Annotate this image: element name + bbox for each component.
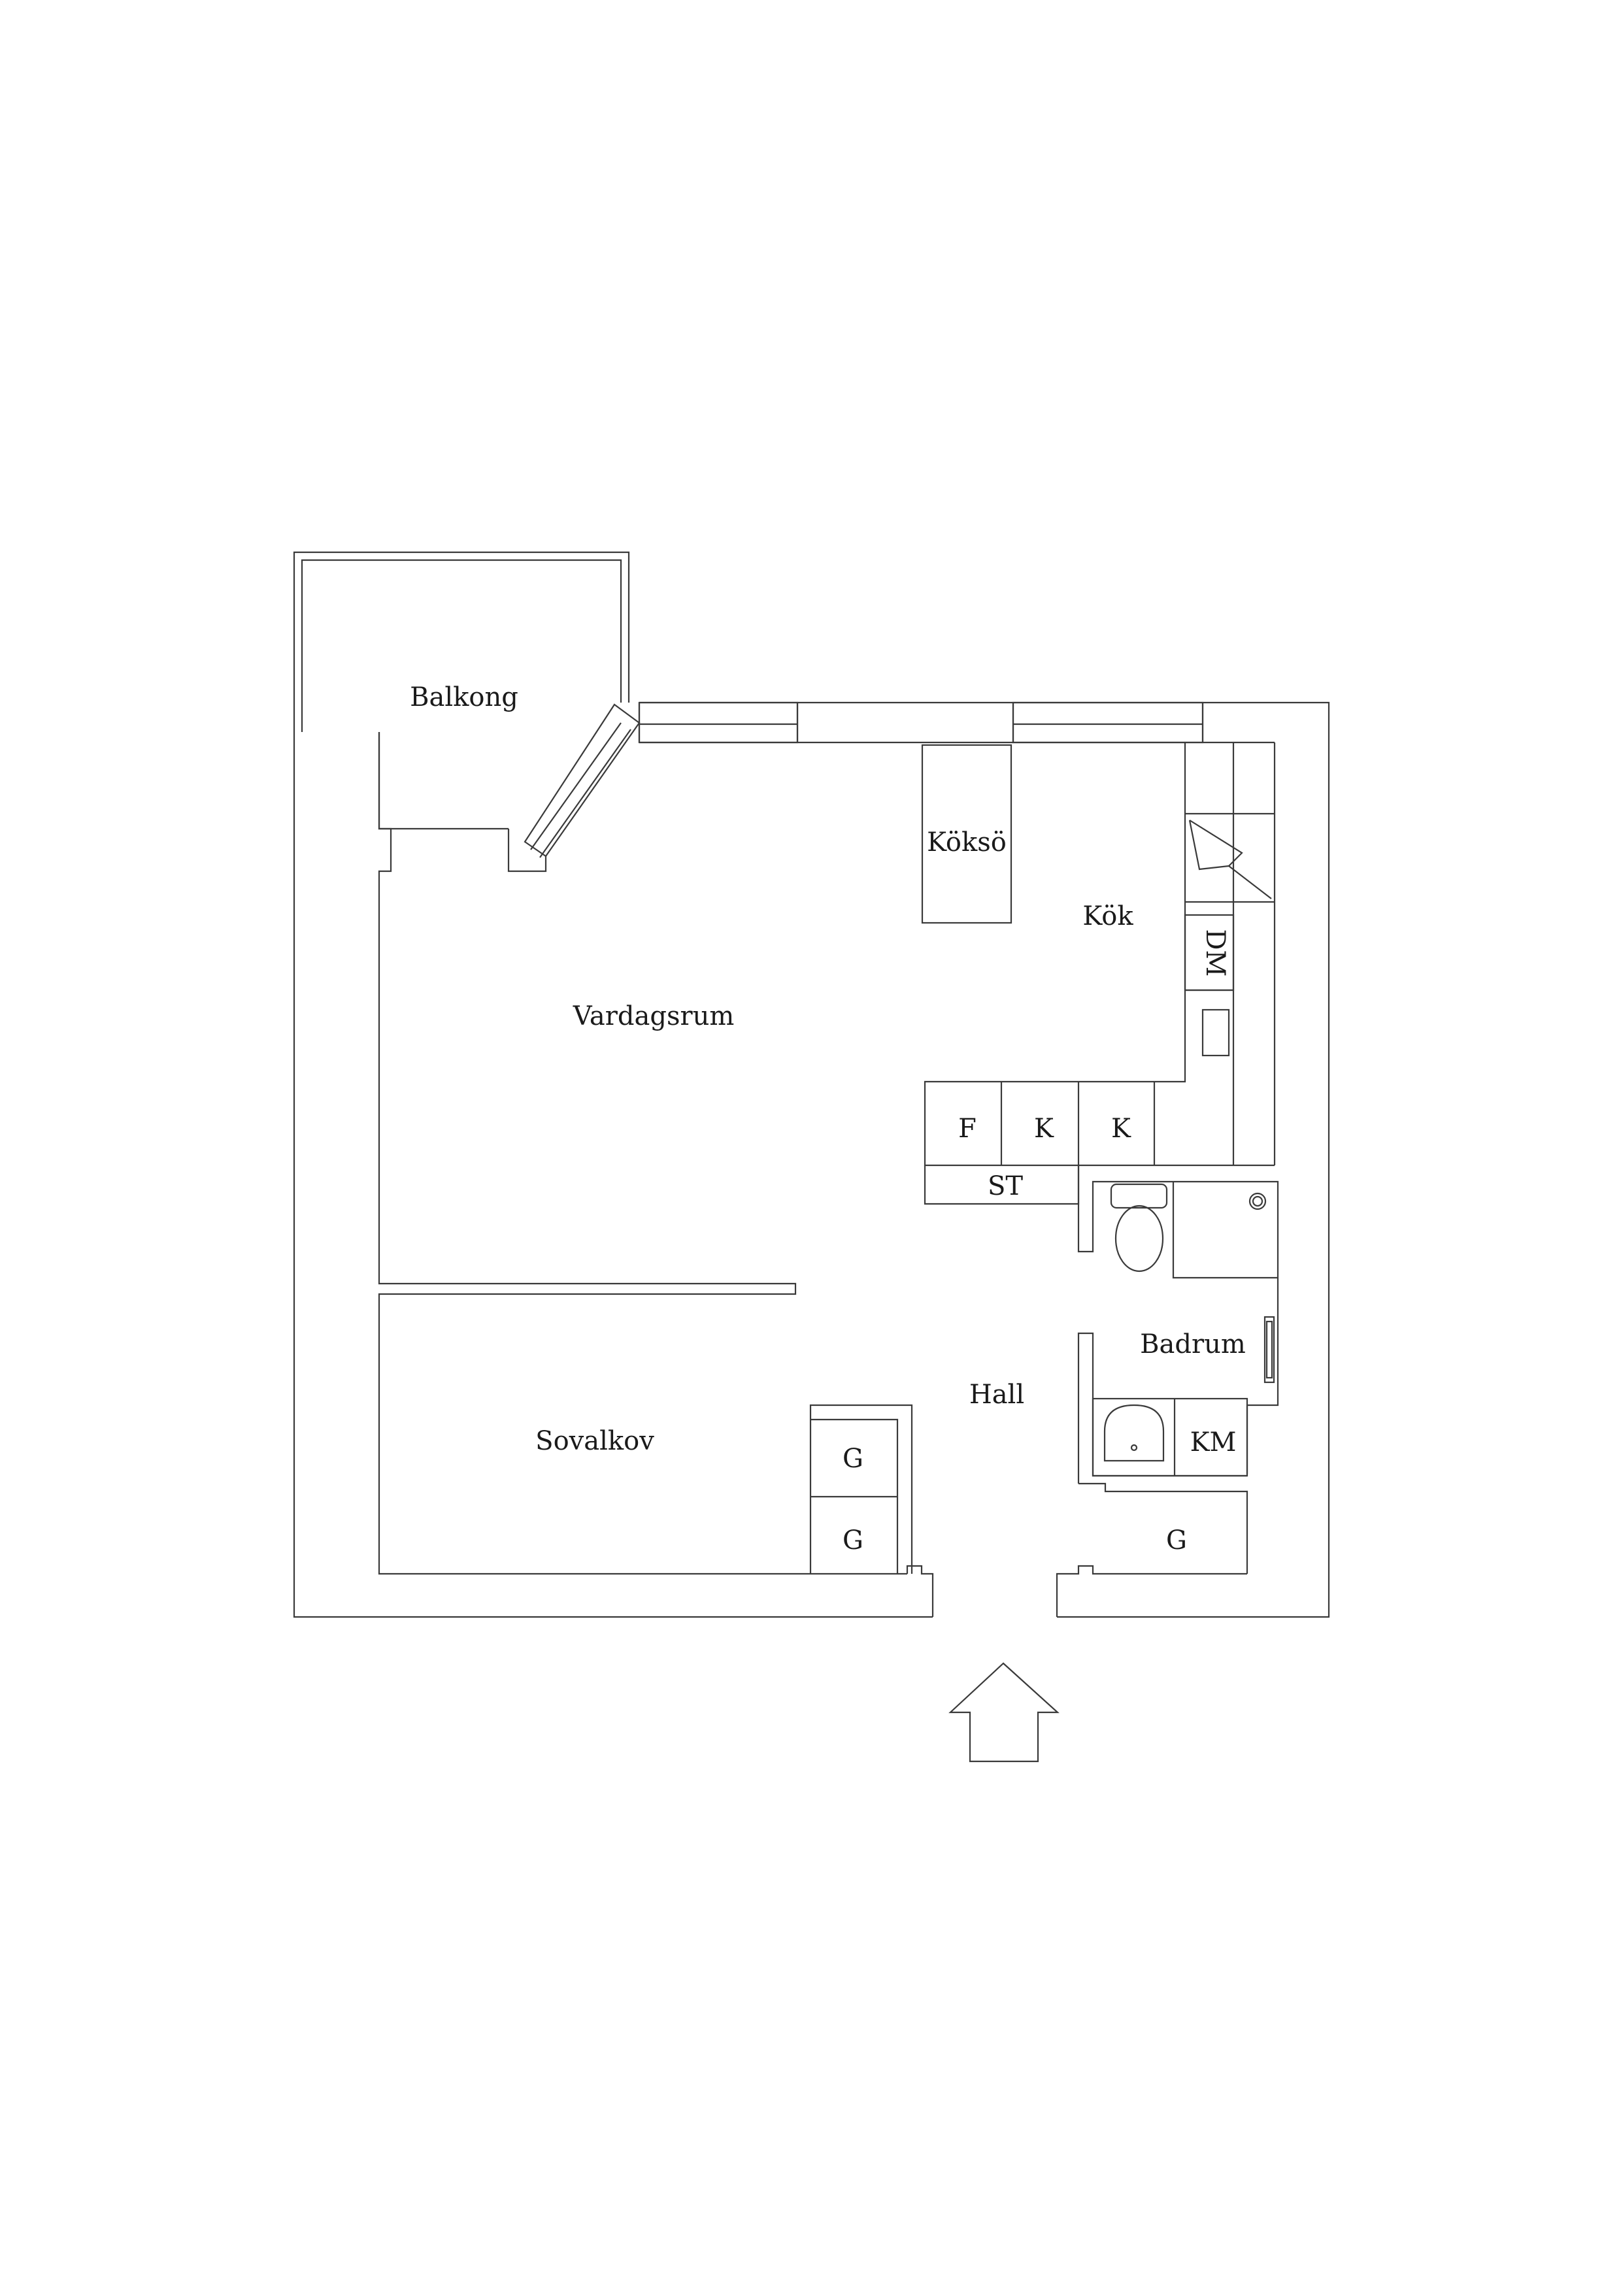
shower-drain [1248, 1192, 1267, 1210]
outer-wall-outline [639, 701, 1330, 1618]
wardrobe-left-outline [809, 1404, 913, 1574]
shower-outline [1172, 1182, 1278, 1279]
balcony-outline-outer [293, 551, 630, 732]
kokso-label: Köksö [927, 827, 1007, 857]
balcony-outline-inner [301, 559, 622, 732]
balcony-bottom [378, 732, 509, 830]
angled-window-sill [507, 829, 547, 873]
toilet-bowl [1114, 1205, 1164, 1273]
stove-zigzag-2 [1188, 820, 1229, 871]
angled-window-inner-2 [539, 729, 631, 858]
inner-wall-top [1154, 742, 1186, 1083]
outer-walls [293, 701, 1330, 1618]
k2-label: K [1111, 1114, 1131, 1144]
washbasin-drain [1130, 1444, 1138, 1452]
kitchen-sink [1201, 1008, 1230, 1057]
k1-label: K [1034, 1114, 1054, 1144]
kitchen-island [921, 744, 1012, 924]
dm-label: DM [1200, 929, 1230, 976]
window-1 [638, 701, 799, 744]
kitchen-counters [924, 742, 1275, 1205]
shower-drain-inner [1252, 1195, 1263, 1207]
balkong-label: Balkong [410, 682, 518, 712]
g1-label: G [843, 1444, 863, 1474]
kok-label: Kök [1082, 901, 1133, 931]
g3-label: G [1166, 1525, 1187, 1556]
wardrobes [809, 1404, 913, 1574]
badrum-label: Badrum [1140, 1329, 1246, 1359]
km-label: KM [1190, 1427, 1237, 1457]
window-2 [1012, 701, 1204, 744]
bath-wall-top [1077, 1165, 1279, 1474]
basin-cabinet [1092, 1397, 1248, 1477]
washbasin [1103, 1404, 1165, 1462]
sovalkov-label: Sovalkov [535, 1426, 654, 1456]
toilet-tank [1110, 1183, 1168, 1209]
towel-radiator [1263, 1316, 1275, 1384]
outer-wall-outline-left [293, 732, 933, 1618]
appliance-row-outline [924, 1080, 1275, 1167]
st-label: ST [988, 1171, 1023, 1201]
f-label: F [958, 1114, 977, 1144]
wardrobe-left-inner [811, 1418, 899, 1574]
inner-wall-bottom [1056, 1565, 1247, 1617]
g2-label: G [843, 1525, 863, 1556]
hall-label: Hall [969, 1380, 1024, 1410]
entrance-left-jamb [906, 1565, 934, 1617]
top-windows [638, 701, 1204, 744]
stove-zigzag [1189, 820, 1272, 899]
angled-window-inner-1 [530, 722, 622, 850]
inner-wall-bottom-right [1078, 1482, 1248, 1574]
towel-radiator-inner [1265, 1320, 1273, 1379]
vardagsrum-label: Vardagsrum [573, 1001, 735, 1031]
entrance-arrow-icon [948, 1662, 1060, 1763]
bathroom [1077, 1165, 1279, 1484]
